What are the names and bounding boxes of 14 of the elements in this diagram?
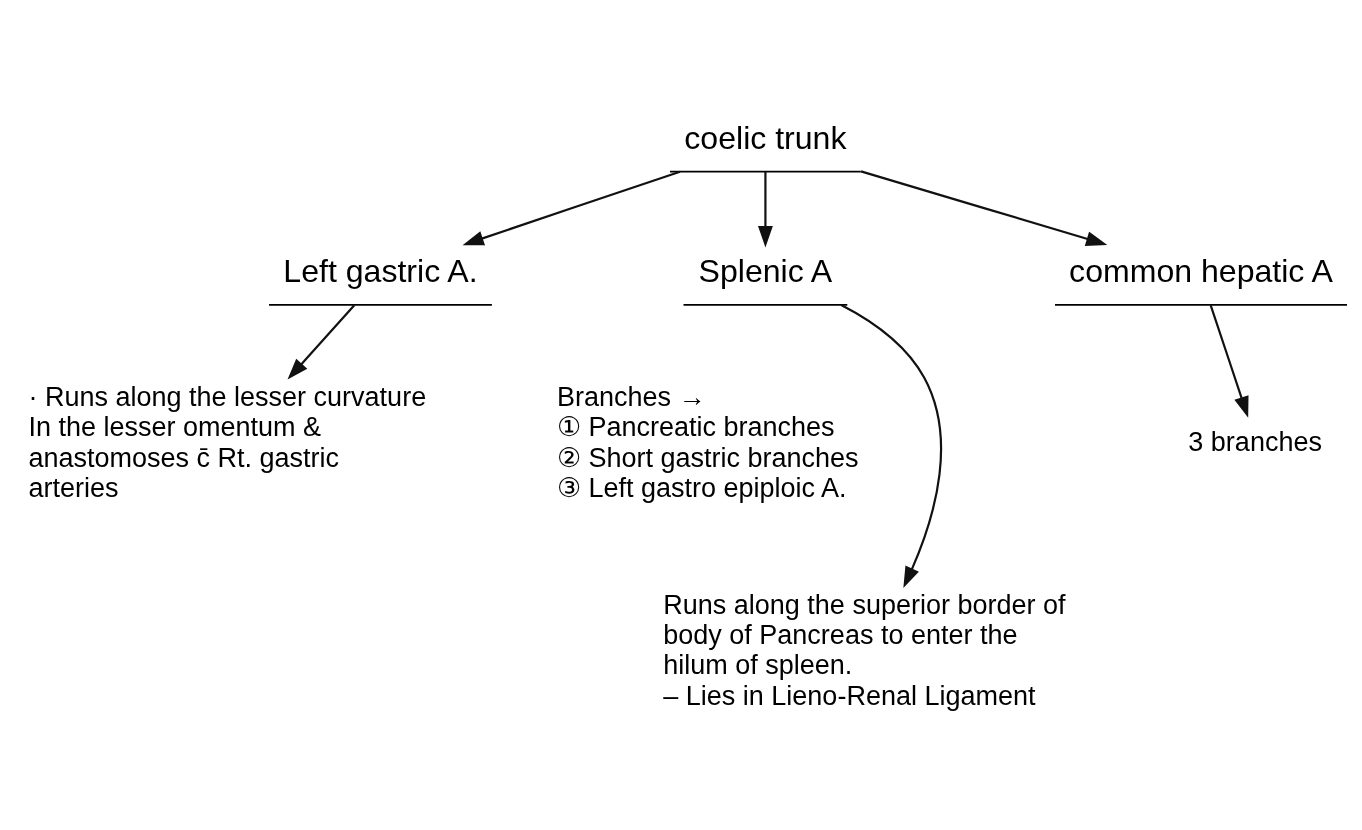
arrow <box>757 171 773 247</box>
node-text: Left gastric A. <box>283 252 478 289</box>
node-text: Runs along the superior border of body of Pancreas to enter the hilum of spleen. – Lies in Lieno-Renal Ligament <box>663 589 1066 711</box>
node-text: 3 branches <box>1188 426 1322 457</box>
arrow <box>860 169 1108 246</box>
node-text: Splenic A <box>698 252 833 289</box>
arrow <box>287 304 356 380</box>
arrow <box>1209 304 1249 418</box>
node-text: · Runs along the lesser curvature In the lesser omentum & anastomoses c̄ Rt. gastric arteries <box>28 381 427 503</box>
node-text: common hepatic A <box>1069 252 1333 289</box>
arrow <box>462 170 681 245</box>
node-text: Branches → ① Pancreatic branches ② Short gastric branches ③ Left gastro epiploic A. <box>556 381 859 503</box>
node-text: coelic trunk <box>684 119 847 156</box>
arrow <box>840 303 942 588</box>
